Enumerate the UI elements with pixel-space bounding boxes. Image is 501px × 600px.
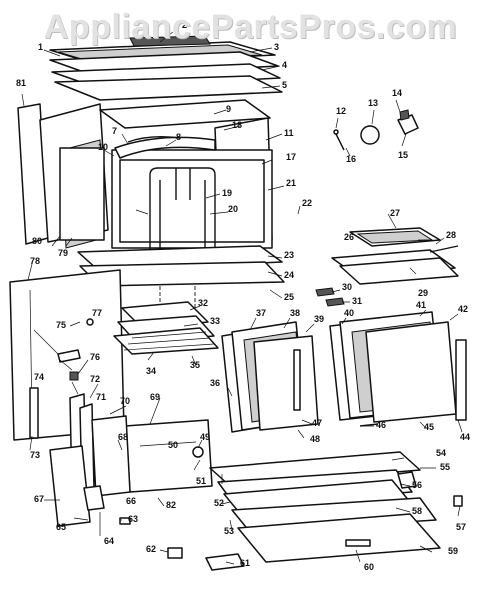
part-callout-8: 8 <box>176 132 181 142</box>
part-callout-32: 32 <box>198 298 208 308</box>
part-callout-58: 58 <box>412 506 422 516</box>
part-callout-5: 5 <box>282 80 287 90</box>
cabinet-side-panels <box>17 103 109 249</box>
part-callout-44: 44 <box>460 432 470 442</box>
part-callout-62: 62 <box>146 544 156 554</box>
part-callout-3: 3 <box>274 42 279 52</box>
oven-door-left <box>221 321 319 433</box>
part-callout-69: 69 <box>150 392 160 402</box>
part-callout-24: 24 <box>284 270 294 280</box>
part-callout-81: 81 <box>16 78 26 88</box>
part-callout-22: 22 <box>302 198 312 208</box>
part-callout-26: 26 <box>344 232 354 242</box>
part-callout-39: 39 <box>314 314 324 324</box>
part-callout-40: 40 <box>344 308 354 318</box>
oven-body <box>77 99 285 330</box>
part-callout-10: 10 <box>98 142 108 152</box>
part-callout-37: 37 <box>256 308 266 318</box>
part-callout-68: 68 <box>118 432 128 442</box>
part-callout-46: 46 <box>376 420 386 430</box>
top-panels <box>49 35 283 101</box>
part-callout-63: 63 <box>128 514 138 524</box>
part-callout-1: 1 <box>38 42 43 52</box>
part-callout-47: 47 <box>312 418 322 428</box>
part-callout-30: 30 <box>342 282 352 292</box>
part-callout-38: 38 <box>290 308 300 318</box>
part-callout-20: 20 <box>228 204 238 214</box>
part-callout-34: 34 <box>146 366 156 376</box>
part-callout-76: 76 <box>90 352 100 362</box>
clock-controls <box>333 109 419 151</box>
part-callout-13: 13 <box>368 98 378 108</box>
part-callout-53: 53 <box>224 526 234 536</box>
lower-cabinet-side <box>9 269 125 527</box>
part-callout-48: 48 <box>310 434 320 444</box>
lower-panels <box>83 415 463 571</box>
broiler-pan-assembly <box>315 227 459 307</box>
oven-racks <box>113 301 219 355</box>
part-callout-45: 45 <box>424 422 434 432</box>
part-callout-15: 15 <box>398 150 408 160</box>
part-callout-25: 25 <box>284 292 294 302</box>
part-callout-23: 23 <box>284 250 294 260</box>
part-callout-57: 57 <box>456 522 466 532</box>
part-callout-19: 19 <box>222 188 232 198</box>
part-callout-7: 7 <box>112 126 117 136</box>
part-callout-16: 16 <box>346 154 356 164</box>
part-callout-52: 52 <box>214 498 224 508</box>
part-callout-21: 21 <box>286 178 296 188</box>
part-callout-55: 55 <box>440 462 450 472</box>
part-callout-33: 33 <box>210 316 220 326</box>
part-callout-49: 49 <box>200 432 210 442</box>
part-callout-14: 14 <box>392 88 402 98</box>
part-callout-9: 9 <box>226 104 231 114</box>
part-callout-27: 27 <box>390 208 400 218</box>
part-callout-51: 51 <box>196 476 206 486</box>
part-callout-28: 28 <box>446 230 456 240</box>
part-callout-64: 64 <box>104 536 114 546</box>
part-callout-59: 59 <box>448 546 458 556</box>
part-callout-11: 11 <box>284 128 294 138</box>
part-callout-66: 66 <box>126 496 136 506</box>
part-callout-4: 4 <box>282 60 287 70</box>
part-callout-65: 65 <box>56 522 66 532</box>
oven-door-right <box>329 311 467 427</box>
part-callout-36: 36 <box>210 378 220 388</box>
part-callout-73: 73 <box>30 450 40 460</box>
part-callout-2: 2 <box>182 20 187 30</box>
part-callout-78: 78 <box>30 256 40 266</box>
part-callout-42: 42 <box>458 304 468 314</box>
part-callout-50: 50 <box>168 440 178 450</box>
part-callout-54: 54 <box>436 448 446 458</box>
part-callout-67: 67 <box>34 494 44 504</box>
part-callout-61: 61 <box>240 558 250 568</box>
leader-lines <box>21 27 463 565</box>
part-callout-41: 41 <box>416 300 426 310</box>
part-callout-29: 29 <box>418 288 428 298</box>
part-callout-71: 71 <box>96 392 106 402</box>
part-callout-75: 75 <box>56 320 66 330</box>
part-callout-80: 80 <box>32 236 42 246</box>
part-callout-60: 60 <box>364 562 374 572</box>
part-callout-56: 56 <box>412 480 422 490</box>
part-callout-18: 18 <box>232 120 242 130</box>
part-callout-82: 82 <box>166 500 176 510</box>
part-callout-72: 72 <box>90 374 100 384</box>
callout-labels: 1234578910111213141516171819202122232425… <box>16 20 470 572</box>
part-callout-31: 31 <box>352 296 362 306</box>
part-callout-35: 35 <box>190 360 200 370</box>
part-callout-74: 74 <box>34 372 44 382</box>
part-callout-77: 77 <box>92 308 102 318</box>
part-callout-70: 70 <box>120 396 130 406</box>
part-callout-79: 79 <box>58 248 68 258</box>
part-callout-17: 17 <box>286 152 296 162</box>
part-callout-12: 12 <box>336 106 346 116</box>
